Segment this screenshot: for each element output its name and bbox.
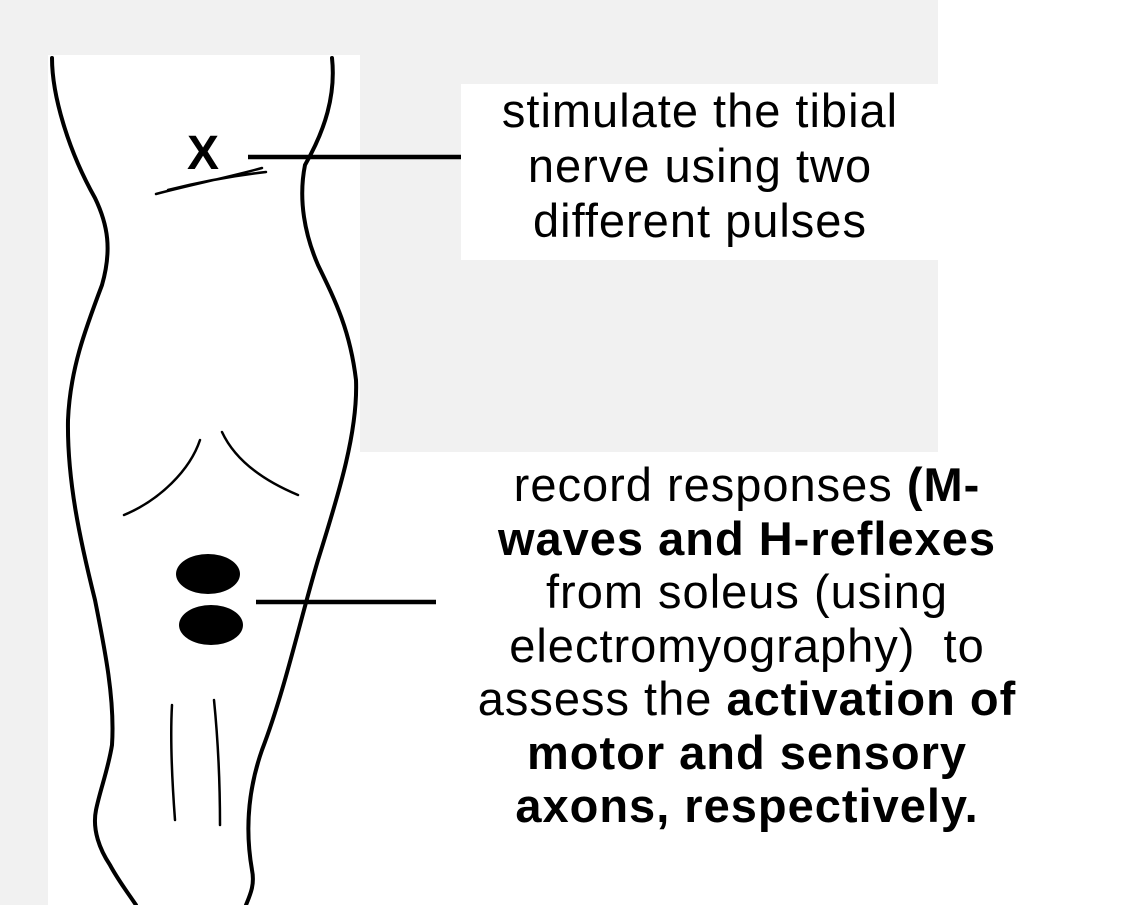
recording-label-line: record responses (M-: [368, 458, 1126, 512]
recording-text: record responses: [514, 458, 907, 511]
stimulation-label: stimulate the tibial nerve using two dif…: [461, 84, 939, 260]
stimulation-label-line: different pulses: [461, 194, 939, 249]
recording-electrode-icon: [179, 605, 243, 645]
recording-text-bold: activation of: [726, 672, 1016, 725]
stimulation-label-line: nerve using two: [461, 139, 939, 194]
recording-label: record responses (M- waves and H-reflexe…: [368, 458, 1126, 833]
background-panel-left: [0, 0, 48, 905]
stimulation-site-marker: X: [187, 130, 219, 178]
recording-label-line: waves and H-reflexes: [368, 512, 1126, 566]
recording-label-line: motor and sensory: [368, 726, 1126, 780]
recording-label-line: assess the activation of: [368, 672, 1126, 726]
recording-label-line: axons, respectively.: [368, 779, 1126, 833]
recording-electrode-icon: [176, 554, 240, 594]
stimulation-label-line: stimulate the tibial: [461, 84, 939, 139]
recording-label-line: electromyography) to: [368, 619, 1126, 673]
recording-text: assess the: [478, 672, 727, 725]
recording-text-bold: (M-: [907, 458, 980, 511]
recording-label-line: from soleus (using: [368, 565, 1126, 619]
